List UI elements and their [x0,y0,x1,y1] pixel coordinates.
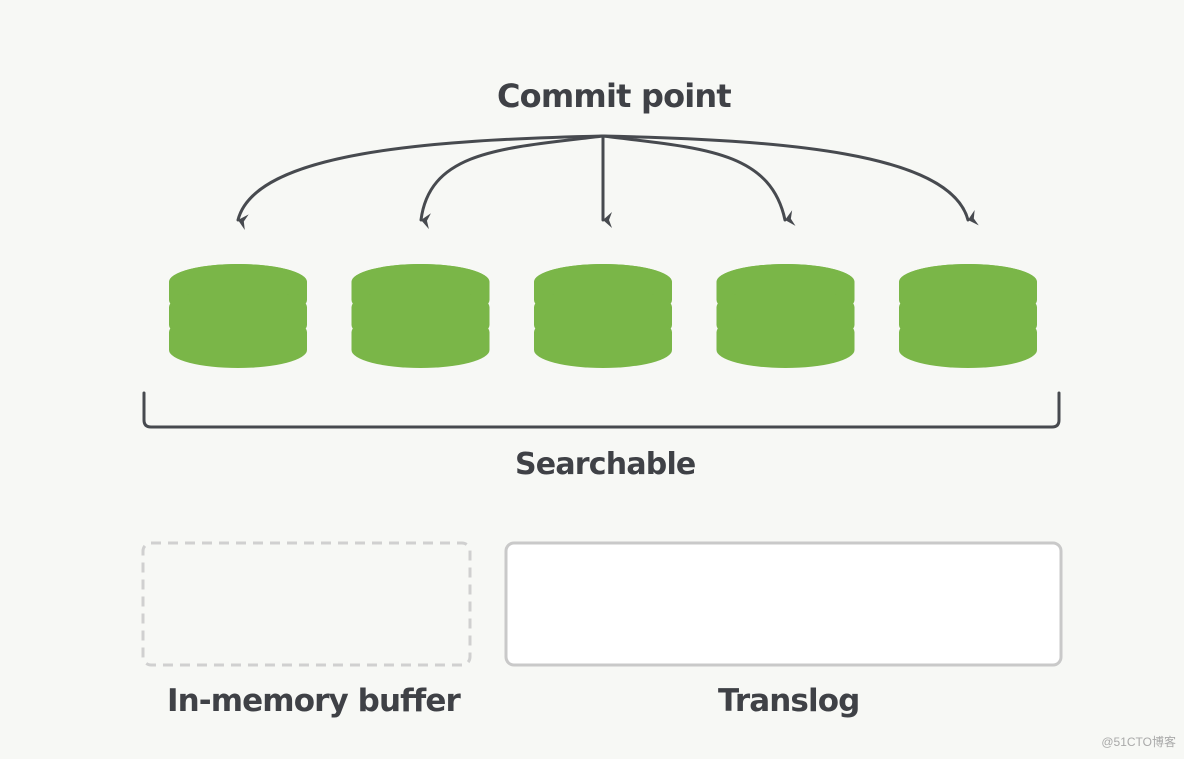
segment-band [716,314,855,368]
commit-point-arrows [236,134,979,230]
segment-cylinder-3 [534,264,672,368]
searchable-label: Searchable [515,447,696,482]
segment-top [534,264,672,300]
commit-arrow-segment-4 [601,134,796,226]
in-memory-buffer-box [141,541,472,667]
segment-top [169,264,307,300]
segment-top [351,264,490,300]
segment-band [534,314,672,368]
commit-arrow-segment-5 [601,134,979,226]
segment-cylinder-5 [899,264,1037,368]
commit-arrow-segment-2 [419,134,605,230]
segment-cylinder-2 [351,264,490,368]
translog-box [504,541,1063,667]
segment-cylinder-1 [169,264,307,368]
translog-label: Translog [718,683,860,719]
segment-top [716,264,855,300]
in-memory-buffer-label: In-memory buffer [167,683,461,719]
segments-layer [169,264,1037,368]
segment-band [899,314,1037,368]
watermark-label: @51CTO博客 [1101,735,1176,749]
segment-cylinder-4 [716,264,855,368]
segment-top [899,264,1037,300]
segment-band [169,314,307,368]
commit-arrow-segment-1 [236,134,605,230]
segment-band [351,314,490,368]
searchable-bracket [142,391,1061,429]
commit-point-label: Commit point [497,77,732,115]
